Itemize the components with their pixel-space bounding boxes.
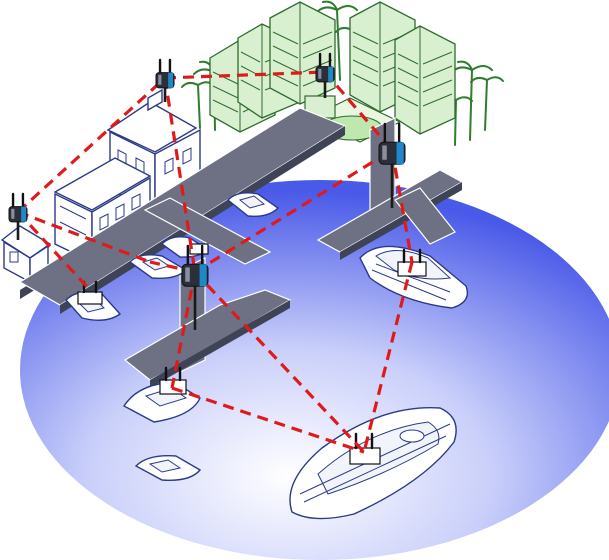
wireless-access-point-icon xyxy=(181,244,209,287)
wireless-link-ap-house-ap-mansion xyxy=(16,76,167,214)
wireless-access-point-icon xyxy=(315,52,335,83)
wireless-access-point-icon xyxy=(8,192,28,223)
wireless-link-ap-dock-right-bridge-ship-top xyxy=(390,149,414,263)
motorboat-icon xyxy=(226,192,280,218)
wireless-link-bridge-ship-top-bridge-ship-bottom xyxy=(362,261,414,453)
vessel-radio-icon xyxy=(349,432,381,465)
wireless-link-ap-center-ap-dock-right xyxy=(194,148,393,274)
wireless-access-point-icon xyxy=(155,58,175,89)
wireless-link-ap-mansion-ap-center xyxy=(163,77,197,273)
building-icon xyxy=(209,1,456,135)
wireless-access-point-icon xyxy=(378,122,406,165)
wireless-link-bridge-boat-b-bridge-ship-bottom xyxy=(171,386,365,454)
wireless-link-ap-house-bridge-car xyxy=(17,210,151,264)
wireless-link-ap-center-bridge-ship-bottom xyxy=(193,270,366,454)
wireless-links xyxy=(16,70,414,454)
vessel-radio-icon xyxy=(189,243,209,255)
wireless-link-ap-mansion-ap-resort xyxy=(164,70,326,80)
pier-icon xyxy=(18,107,464,388)
vessel-radio-icon xyxy=(77,280,103,305)
wireless-link-ap-center-bridge-boat-b xyxy=(170,271,197,389)
access-points xyxy=(8,52,406,287)
motorboat-icon xyxy=(134,455,202,481)
